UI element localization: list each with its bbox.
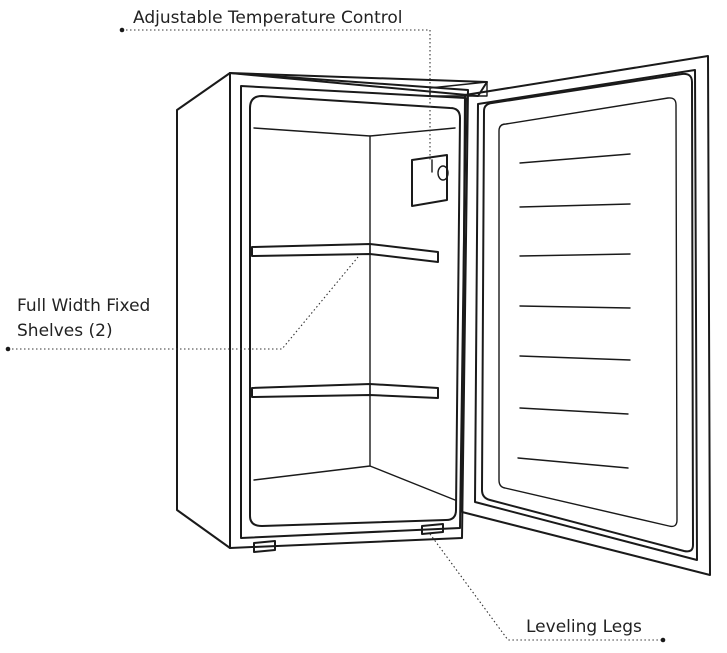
temperature-control-label: Adjustable Temperature Control	[133, 8, 402, 28]
temperature-control-knob	[411, 154, 449, 207]
leveling-legs-label: Leveling Legs	[526, 617, 642, 637]
callout-leaders	[5, 27, 666, 643]
shelf-lower	[251, 383, 439, 399]
cabinet	[176, 72, 488, 549]
shelves-label-line2: Shelves (2)	[17, 321, 113, 341]
leveling-legs	[253, 523, 444, 553]
shelves-label-line1: Full Width Fixed	[17, 296, 150, 316]
shelf-upper	[251, 243, 439, 263]
open-door	[461, 55, 711, 576]
